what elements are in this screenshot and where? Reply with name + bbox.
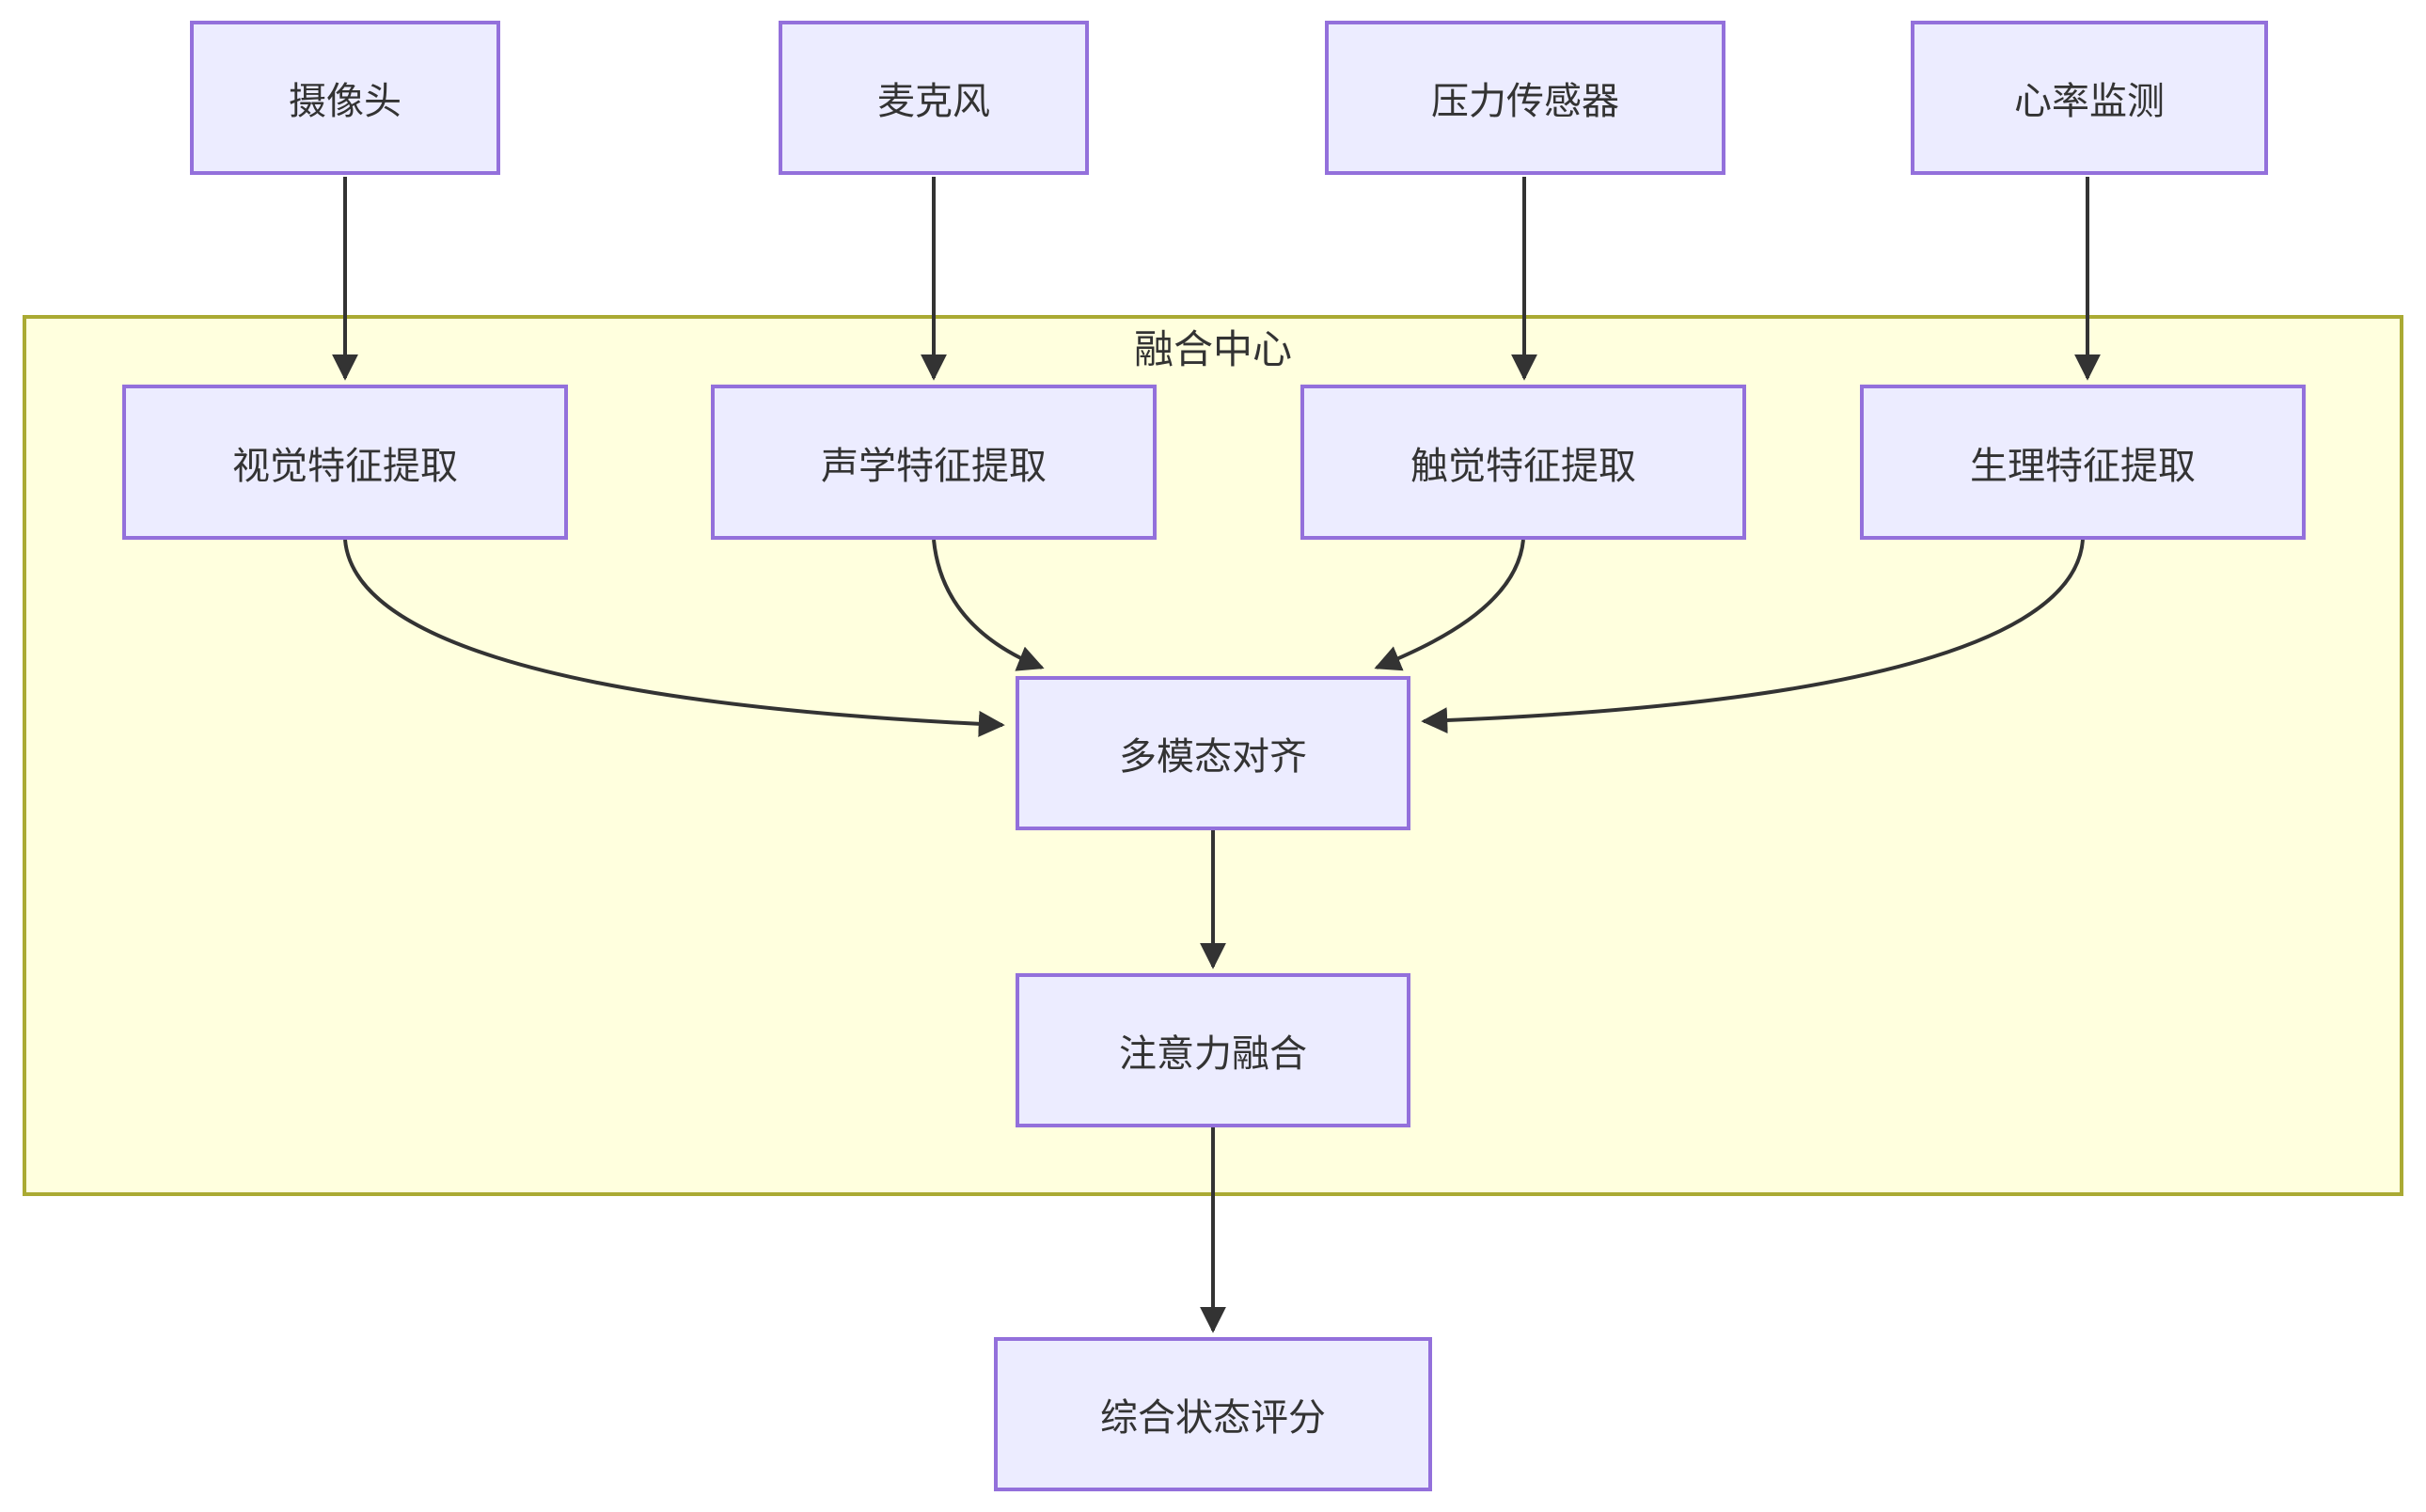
edge-acoustic-to-align — [932, 539, 1045, 671]
node-camera: 摄像头 — [190, 21, 500, 175]
node-multimodal-align-label: 多模态对齐 — [1119, 736, 1307, 778]
node-visual-extract: 视觉特征提取 — [122, 385, 568, 540]
node-camera-label: 摄像头 — [289, 81, 402, 122]
edge-physio-to-align — [1421, 539, 2085, 734]
node-tactile-extract: 触觉特征提取 — [1300, 385, 1746, 540]
node-overall-score: 综合状态评分 — [994, 1337, 1432, 1491]
node-acoustic-extract: 声学特征提取 — [711, 385, 1157, 540]
node-tactile-extract-label: 触觉特征提取 — [1410, 445, 1636, 487]
node-attention-fusion: 注意力融合 — [1016, 973, 1410, 1127]
edge-tactile-to-align — [1374, 539, 1525, 671]
node-pressure-sensor: 压力传感器 — [1325, 21, 1725, 175]
cluster-fusion-center-label: 融合中心 — [1133, 327, 1292, 371]
node-acoustic-extract-label: 声学特征提取 — [821, 445, 1047, 487]
node-physio-extract: 生理特征提取 — [1860, 385, 2306, 540]
node-overall-score-label: 综合状态评分 — [1100, 1397, 1326, 1439]
node-microphone-label: 麦克风 — [877, 81, 990, 122]
node-microphone: 麦克风 — [779, 21, 1089, 175]
node-pressure-sensor-label: 压力传感器 — [1431, 81, 1619, 122]
node-heart-rate-label: 心率监测 — [2014, 81, 2165, 122]
edge-visual-to-align — [343, 539, 1005, 737]
node-heart-rate: 心率监测 — [1911, 21, 2268, 175]
node-physio-extract-label: 生理特征提取 — [1970, 445, 2196, 487]
node-visual-extract-label: 视觉特征提取 — [232, 445, 458, 487]
node-multimodal-align: 多模态对齐 — [1016, 676, 1410, 830]
node-attention-fusion-label: 注意力融合 — [1119, 1033, 1307, 1075]
